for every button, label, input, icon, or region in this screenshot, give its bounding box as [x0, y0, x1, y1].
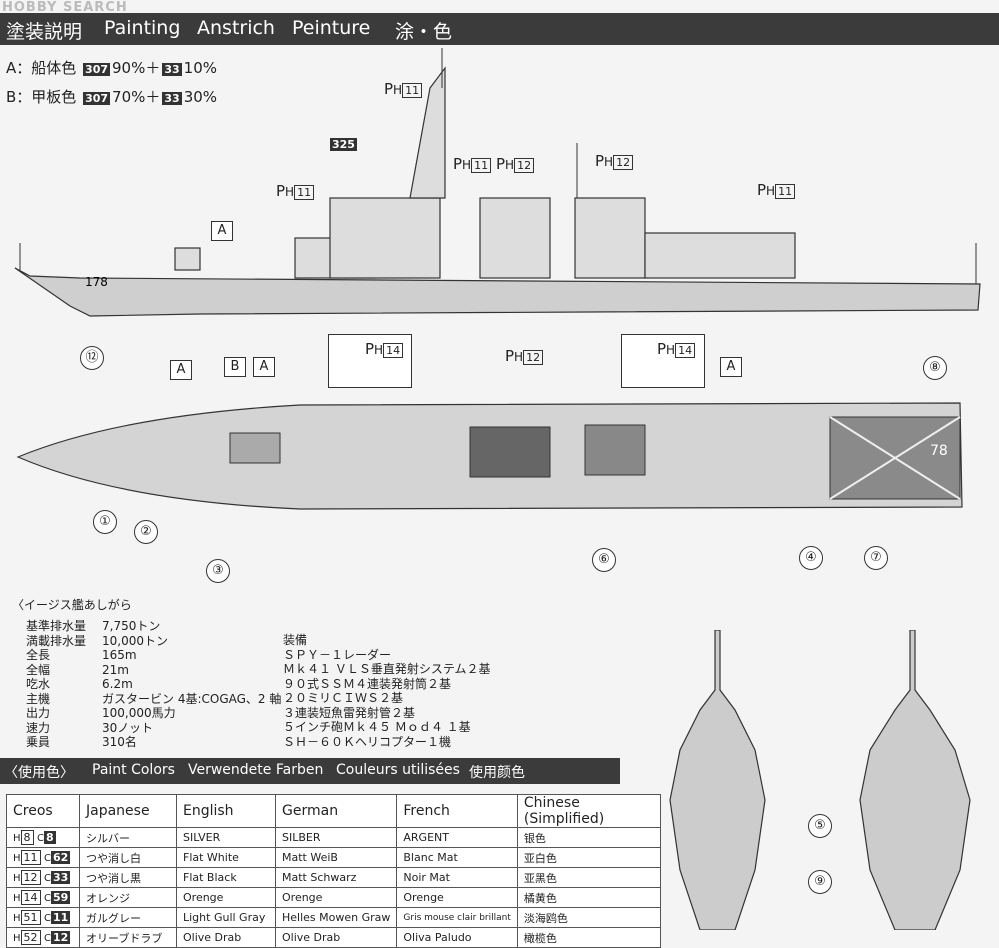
callout-5: ⑤	[808, 814, 832, 838]
paint-colors-bar: 〈使用色〉 Paint Colors Verwendete Farben Cou…	[0, 758, 620, 784]
ratio: 90%＋	[112, 59, 161, 77]
callout-3: ③	[206, 559, 230, 583]
equipment-list: 装備 ＳＰＹ－１レーダー Ｍｋ４１ ＶＬＳ垂直発射システム２基 ９０式ＳＳＭ４連…	[283, 633, 490, 749]
equipment-item: ３連装短魚雷発射管２基	[283, 705, 416, 720]
col-header: German	[274, 794, 398, 828]
callout-9: ⑨	[808, 870, 832, 894]
callout-325: 325	[330, 138, 357, 151]
callout-4: ④	[799, 546, 823, 570]
header-fr: Peinture	[292, 17, 371, 39]
watermark: HOBBY SEARCH	[2, 0, 128, 15]
equipment-item: ５インチ砲Ｍｋ４５ Ｍｏｄ４ １基	[283, 720, 471, 734]
ratio: 70%＋	[112, 88, 161, 106]
label-b: B	[224, 357, 246, 377]
col-header: French	[396, 794, 518, 828]
hull-number: 178	[85, 275, 108, 289]
equipment-item: ＳＰＹ－１レーダー	[283, 647, 392, 662]
equipment-title: 装備	[283, 633, 308, 647]
col-header: Japanese	[79, 794, 177, 828]
label-a: A	[253, 357, 275, 377]
callout-6: ⑥	[592, 548, 616, 572]
paint-colors-table: Creos Japanese English German French Chi…	[6, 794, 661, 948]
ratio: 30%	[183, 88, 218, 106]
col-header: English	[176, 794, 276, 828]
label-a: A	[211, 221, 233, 241]
bar-de: Verwendete Farben	[188, 762, 324, 778]
equipment-item: Ｍｋ４１ ＶＬＳ垂直発射システム２基	[283, 662, 491, 676]
specs-title: 〈イージス艦あしがら	[12, 598, 132, 612]
bar-en: Paint Colors	[92, 762, 175, 778]
bar-zh: 使用颜色	[469, 765, 525, 781]
color-code: 33	[162, 63, 182, 76]
painting-header-bar: 塗装説明 Painting Anstrich Peinture 涂・色	[0, 13, 999, 45]
ratio: 10%	[183, 59, 218, 77]
color-code: 33	[162, 92, 182, 105]
header-en: Painting	[104, 17, 181, 39]
callout-1: ①	[93, 510, 117, 534]
callout-7: ⑦	[864, 546, 888, 570]
header-de: Anstrich	[197, 17, 275, 39]
header-zh: 涂・色	[395, 21, 453, 43]
callout-12: ⑫	[80, 346, 104, 370]
spec-row: 主機ガスタービン 4基:COGAG、2 軸	[26, 691, 282, 706]
equipment-item: ２０ミリＣＩＷＳ２基	[283, 691, 404, 705]
equipment-item: ＳＨ－６０Ｋヘリコプター１機	[283, 734, 452, 749]
col-header: Creos	[6, 794, 80, 828]
table-header-row: Creos Japanese English German French Chi…	[6, 794, 661, 828]
ship-front-back-views	[669, 630, 971, 930]
color-code: 307	[83, 63, 111, 76]
bar-jp: 〈使用色〉	[4, 765, 74, 781]
equipment-item: ９０式ＳＳＭ４連装発射筒２基	[283, 676, 452, 691]
callout-2: ②	[134, 520, 158, 544]
label-a: A	[720, 357, 742, 377]
col-header: Chinese (Simplified)	[516, 794, 661, 828]
header-jp: 塗装説明	[6, 21, 83, 43]
color-code: 307	[83, 92, 111, 105]
label-a: A	[170, 360, 192, 380]
callout-8: ⑧	[923, 356, 947, 380]
recipe-label: B：甲板色	[6, 88, 77, 106]
bar-fr: Couleurs utilisées	[336, 762, 460, 778]
deck-number: 78	[930, 443, 948, 459]
ship-side-view: 178	[14, 48, 981, 317]
ship-top-view: 78	[16, 402, 963, 510]
recipe-label: A：船体色	[6, 59, 77, 77]
